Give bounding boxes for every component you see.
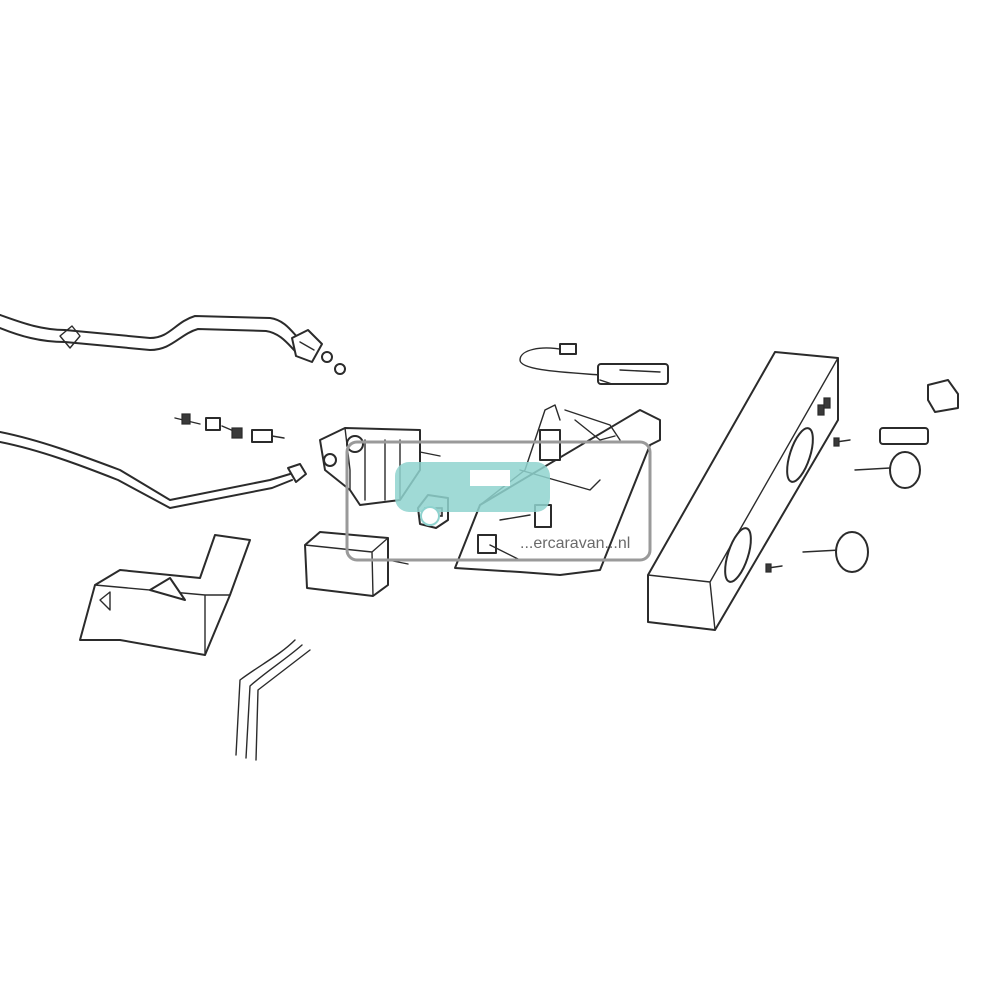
sealing-rings: [321, 351, 346, 375]
ignition-cable: [519, 343, 669, 385]
control-knob: [854, 451, 921, 489]
control-board: [454, 404, 661, 576]
screw: [833, 437, 851, 447]
watermark-frame: [345, 440, 652, 562]
gas-pipe: [0, 314, 301, 353]
control-knob: [802, 531, 869, 573]
heat-shield-cover: [79, 534, 251, 656]
watermark-text: ...ercaravan...nl: [520, 535, 630, 552]
thermocouple-line: [0, 431, 307, 509]
fitting-set: [174, 413, 285, 443]
knob-sleeve: [879, 427, 929, 445]
knob-cap: [927, 379, 959, 413]
caravan-logo-icon: [395, 462, 550, 526]
electronic-box: [304, 531, 409, 597]
watermark: ...ercaravan...nl: [345, 440, 652, 562]
front-panel: [647, 351, 839, 631]
sensor-leads: [235, 639, 311, 761]
screw: [765, 563, 783, 573]
pipe-nut: [291, 329, 323, 363]
